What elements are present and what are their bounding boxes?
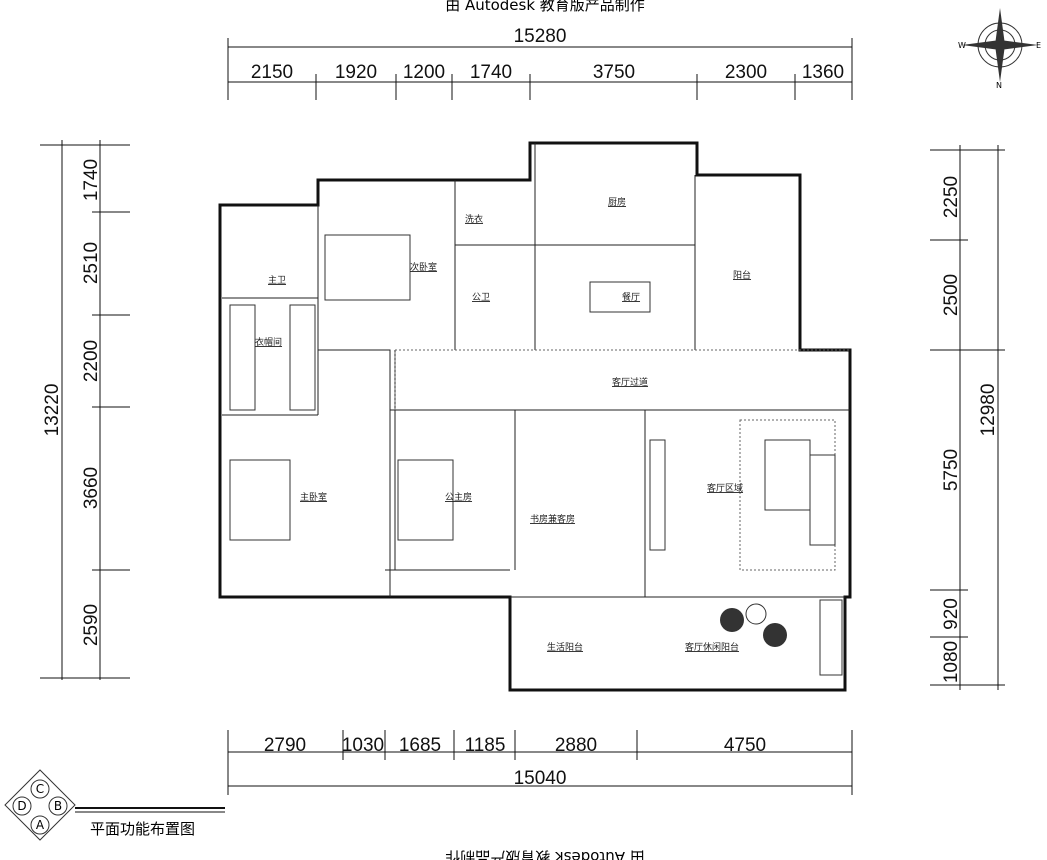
svg-text:洗衣: 洗衣 xyxy=(465,213,483,225)
svg-text:920: 920 xyxy=(941,598,962,630)
svg-text:1360: 1360 xyxy=(802,62,844,83)
svg-text:1740: 1740 xyxy=(470,62,512,83)
watermark-top: 由 Autodesk 教育版产品制作 xyxy=(445,0,645,14)
dimension-left: 1740 2510 2200 3660 2590 13220 xyxy=(40,140,130,680)
dimension-right: 2250 2500 5750 920 1080 12980 xyxy=(930,145,1005,690)
svg-text:1200: 1200 xyxy=(403,62,445,83)
svg-text:1740: 1740 xyxy=(81,159,102,201)
svg-text:E: E xyxy=(1036,41,1041,50)
drawing-title: 平面功能布置图 xyxy=(90,820,195,838)
svg-text:D: D xyxy=(17,799,26,813)
bed-icon xyxy=(324,234,411,301)
svg-text:13220: 13220 xyxy=(42,384,63,437)
svg-text:1030: 1030 xyxy=(342,735,384,756)
svg-text:3660: 3660 xyxy=(81,467,102,509)
room-labels: 主卫 衣帽间 主卧室 次卧室 洗衣 公卫 厨房 餐厅 阳台 客厅过道 公主房 书… xyxy=(255,196,751,653)
svg-text:N: N xyxy=(996,81,1002,90)
svg-text:3750: 3750 xyxy=(593,62,635,83)
wardrobe-icon xyxy=(289,304,316,411)
svg-text:2300: 2300 xyxy=(725,62,767,83)
svg-text:公卫: 公卫 xyxy=(472,292,490,303)
svg-text:公主房: 公主房 xyxy=(445,491,472,503)
svg-text:次卧室: 次卧室 xyxy=(410,261,437,273)
watermark-bottom: 由 Autodesk 教育版产品制作 xyxy=(445,848,645,860)
svg-text:1185: 1185 xyxy=(465,735,506,756)
svg-text:2790: 2790 xyxy=(264,735,306,756)
svg-text:餐厅: 餐厅 xyxy=(622,291,640,303)
svg-text:4750: 4750 xyxy=(724,735,766,756)
bed-icon xyxy=(397,459,454,541)
svg-text:A: A xyxy=(36,818,45,832)
rug-icon xyxy=(739,419,836,571)
svg-text:2250: 2250 xyxy=(941,176,962,218)
svg-text:2150: 2150 xyxy=(251,62,293,83)
wardrobe-icon xyxy=(229,304,256,411)
svg-text:B: B xyxy=(54,799,62,813)
sofa-icon xyxy=(809,454,836,546)
table-icon xyxy=(745,603,767,625)
svg-text:书房兼客房: 书房兼客房 xyxy=(530,513,575,525)
svg-text:主卫: 主卫 xyxy=(268,274,286,286)
dimension-bottom: 2790 1030 1685 1185 2880 4750 15040 xyxy=(227,730,853,795)
svg-text:2590: 2590 xyxy=(81,604,102,646)
svg-text:2880: 2880 xyxy=(555,735,597,756)
bed-icon xyxy=(229,459,291,541)
svg-text:客厅休闲阳台: 客厅休闲阳台 xyxy=(685,641,739,653)
svg-text:1920: 1920 xyxy=(335,62,377,83)
tv-cabinet-icon xyxy=(649,439,666,551)
furniture xyxy=(229,234,843,676)
svg-text:衣帽间: 衣帽间 xyxy=(255,336,282,348)
compass-icon: W E N xyxy=(958,8,1041,90)
svg-text:生活阳台: 生活阳台 xyxy=(547,641,583,653)
svg-text:12980: 12980 xyxy=(978,384,999,437)
svg-text:客厅区域: 客厅区域 xyxy=(707,482,743,494)
svg-text:C: C xyxy=(36,782,44,796)
svg-text:阳台: 阳台 xyxy=(733,269,751,281)
svg-text:厨房: 厨房 xyxy=(608,196,626,208)
svg-text:客厅过道: 客厅过道 xyxy=(612,376,648,388)
chair-icon xyxy=(720,608,744,632)
svg-text:2500: 2500 xyxy=(941,274,962,316)
svg-text:2510: 2510 xyxy=(81,242,102,284)
svg-text:15280: 15280 xyxy=(514,26,567,47)
cabinet-icon xyxy=(819,599,843,676)
dining-table-icon xyxy=(589,281,651,313)
dimension-top: 15280 2150 1920 1200 1740 3750 2300 1360 xyxy=(227,26,853,100)
chair-icon xyxy=(763,623,787,647)
svg-text:15040: 15040 xyxy=(514,768,567,789)
svg-text:1080: 1080 xyxy=(941,641,962,683)
svg-text:W: W xyxy=(958,41,966,50)
svg-text:2200: 2200 xyxy=(81,340,102,382)
direction-marker-icon: C D B A xyxy=(4,769,76,841)
coffee-table-icon xyxy=(764,439,811,511)
svg-text:5750: 5750 xyxy=(941,449,962,491)
svg-text:主卧室: 主卧室 xyxy=(300,491,327,503)
svg-text:1685: 1685 xyxy=(399,735,441,756)
walls xyxy=(218,141,852,692)
